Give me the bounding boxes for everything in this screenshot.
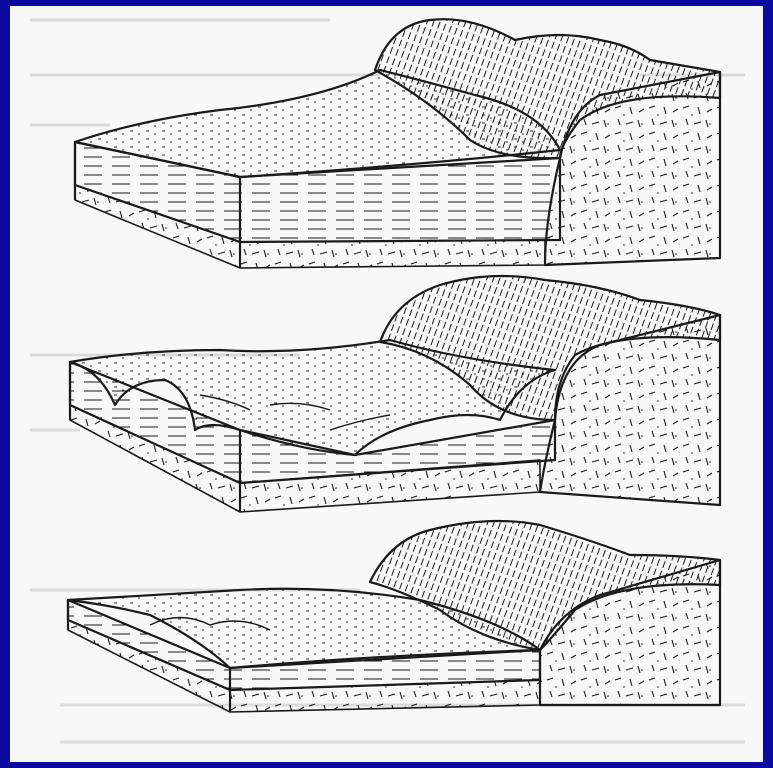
panel-middle-block-diagram bbox=[70, 276, 720, 512]
panel-top-block-diagram bbox=[75, 19, 720, 268]
panel-bottom-block-diagram bbox=[68, 521, 720, 712]
